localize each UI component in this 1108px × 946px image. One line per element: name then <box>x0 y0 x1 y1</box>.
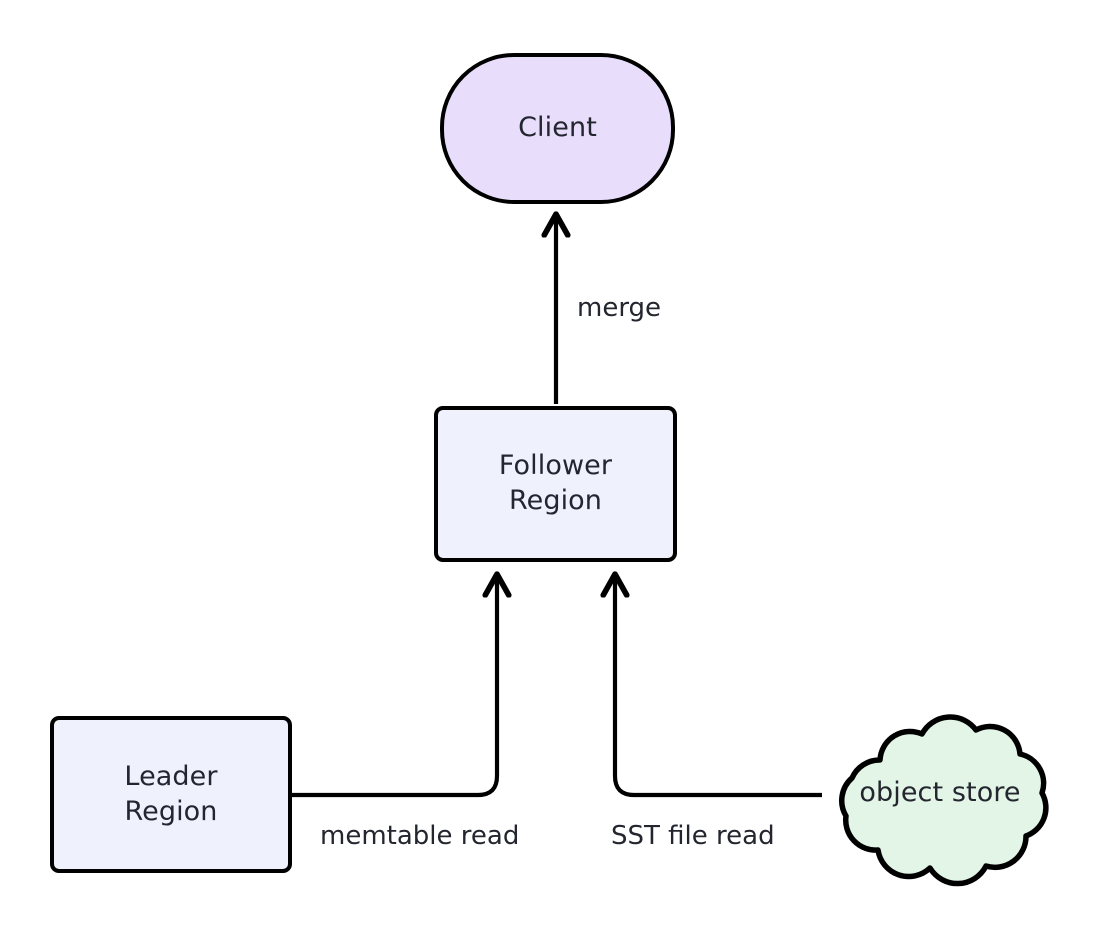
node-client-label: Client <box>518 112 597 144</box>
node-follower-region-label: Follower Region <box>499 449 612 518</box>
node-follower-region[interactable]: Follower Region <box>434 406 677 562</box>
node-leader-region-label: Leader Region <box>124 760 217 829</box>
node-leader-region[interactable]: Leader Region <box>50 716 292 873</box>
node-object-store-label: object store <box>859 776 1021 808</box>
edge-label-sst-file-read: SST file read <box>607 820 779 854</box>
node-client[interactable]: Client <box>440 53 675 204</box>
node-follower-region-label-line1: Follower <box>498 450 613 482</box>
edge-label-merge: merge <box>573 292 666 326</box>
edge-leader-to-follower <box>292 575 497 798</box>
cloud-icon <box>838 714 1049 887</box>
node-leader-region-label-line1: Leader <box>124 760 218 792</box>
edge-label-memtable-read: memtable read <box>316 820 524 854</box>
node-leader-region-label-line2: Region <box>124 795 218 827</box>
node-object-store[interactable]: object store <box>818 698 1062 888</box>
edge-objectstore-to-follower <box>615 575 822 798</box>
node-follower-region-label-line2: Region <box>508 485 603 516</box>
